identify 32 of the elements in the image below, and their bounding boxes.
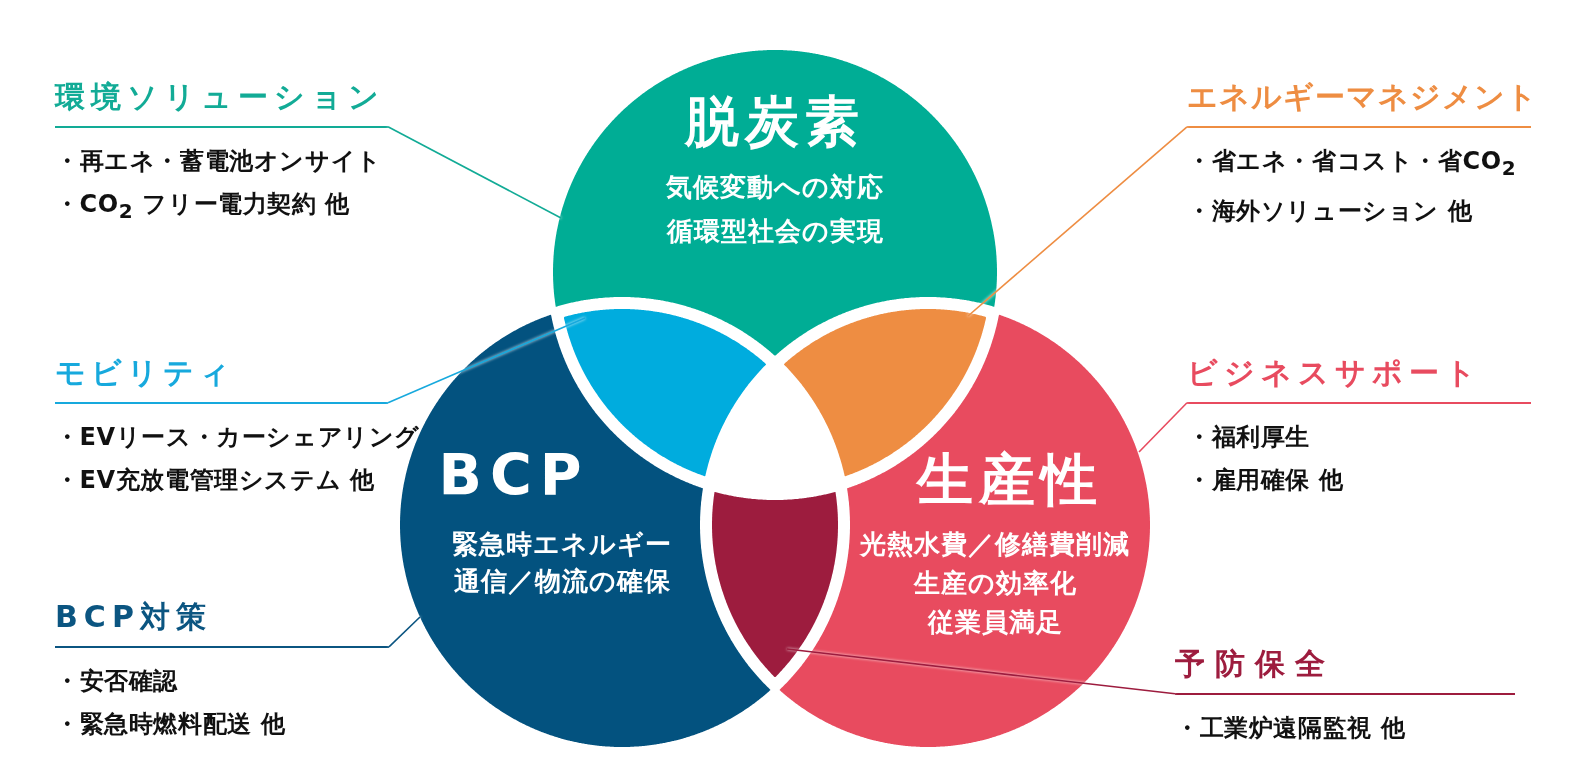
category-heading: BCP対策 <box>55 598 212 636</box>
category-heading: モビリティ <box>55 354 235 392</box>
topic-description: 緊急時エネルギー <box>452 529 672 561</box>
bullet-item: ・CO$_{2}$ フリー電力契約 他 <box>55 189 351 225</box>
bullet-item: ・再エネ・蓄電池オンサイト <box>55 146 382 177</box>
bullet-item: ・雇用確保 他 <box>1187 465 1344 496</box>
bullet-item: ・EVリース・カーシェアリング <box>55 422 420 453</box>
bullet-item: ・海外ソリューション 他 <box>1187 195 1473 227</box>
topic-title: 脱炭素 <box>685 89 865 155</box>
bullet-item: ・省エネ・省コスト・省CO$_{2}$ <box>1187 146 1517 182</box>
topic-description: 循環型社会の実現 <box>666 216 884 248</box>
topic-description: 従業員満足 <box>927 607 1063 639</box>
topic-description: 気候変動への対応 <box>666 172 884 204</box>
category-heading: 環境ソリューション <box>55 78 385 116</box>
bullet-item: ・工業炉遠隔監視 他 <box>1175 713 1406 744</box>
topic-description: 通信／物流の確保 <box>453 566 671 598</box>
topic-description: 光熱水費／修繕費削減 <box>860 529 1130 561</box>
topic-description: 生産の効率化 <box>913 568 1077 600</box>
bullet-item: ・緊急時燃料配送 他 <box>55 709 286 740</box>
category-heading: 予防保全 <box>1175 645 1335 683</box>
leader-line <box>388 616 421 648</box>
bullet-item: ・EV充放電管理システム 他 <box>55 465 375 496</box>
bullet-item: ・安否確認 <box>55 666 178 697</box>
category-heading: ビジネスサポート <box>1187 354 1482 392</box>
leader-line <box>967 126 1188 317</box>
topic-title: BCP <box>438 440 590 510</box>
leader-line <box>387 126 562 219</box>
leader-line <box>1138 402 1188 453</box>
bullet-item: ・福利厚生 <box>1187 422 1310 453</box>
category-heading: エネルギーマネジメント <box>1187 78 1538 116</box>
topic-title: 生産性 <box>917 446 1103 514</box>
leader-line <box>387 317 586 404</box>
